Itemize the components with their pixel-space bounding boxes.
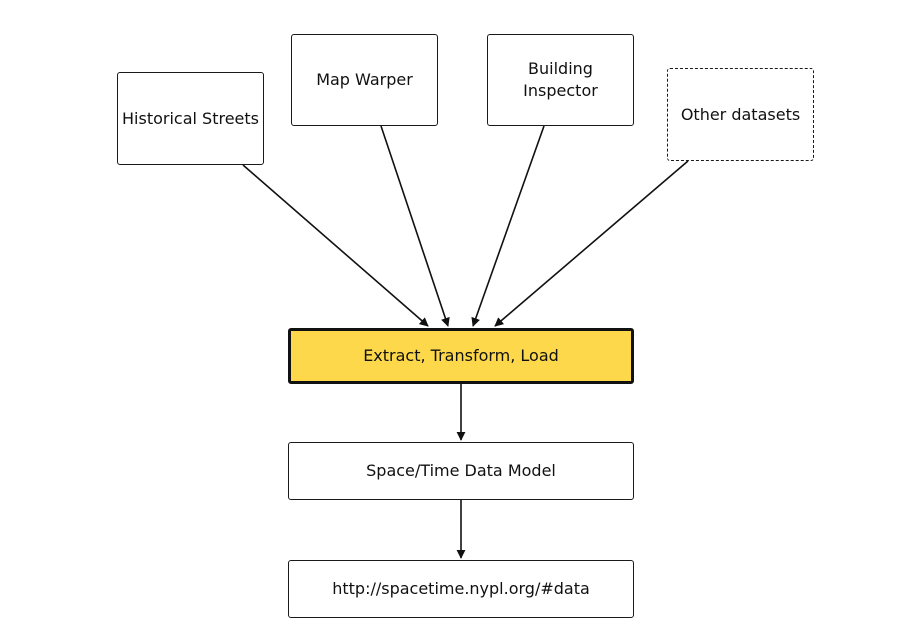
historical-streets-label: Historical Streets bbox=[122, 108, 259, 128]
arrow-streets-to-etl bbox=[242, 164, 429, 327]
etl-node: Extract, Transform, Load bbox=[288, 328, 634, 384]
building-inspector-label-line-2: Inspector bbox=[523, 81, 598, 100]
map-warper-label: Map Warper bbox=[316, 70, 413, 89]
data-model-node: Space/Time Data Model bbox=[288, 442, 634, 500]
building-inspector-node: Building Inspector bbox=[487, 34, 634, 126]
url-label: http://spacetime.nypl.org/#data bbox=[332, 579, 590, 598]
other-datasets-label: Other datasets bbox=[680, 104, 801, 124]
arrow-warper-to-etl bbox=[380, 125, 450, 327]
arrow-inspector-to-etl bbox=[471, 125, 545, 327]
url-node: http://spacetime.nypl.org/#data bbox=[288, 560, 634, 618]
historical-streets-node: Historical Streets bbox=[117, 72, 264, 165]
arrow-other-to-etl bbox=[494, 160, 689, 327]
etl-label: Extract, Transform, Load bbox=[363, 346, 559, 365]
other-datasets-node: Other datasets bbox=[667, 68, 814, 161]
map-warper-node: Map Warper bbox=[291, 34, 438, 126]
building-inspector-label-line-1: Building bbox=[528, 59, 593, 78]
data-model-label: Space/Time Data Model bbox=[366, 461, 556, 480]
